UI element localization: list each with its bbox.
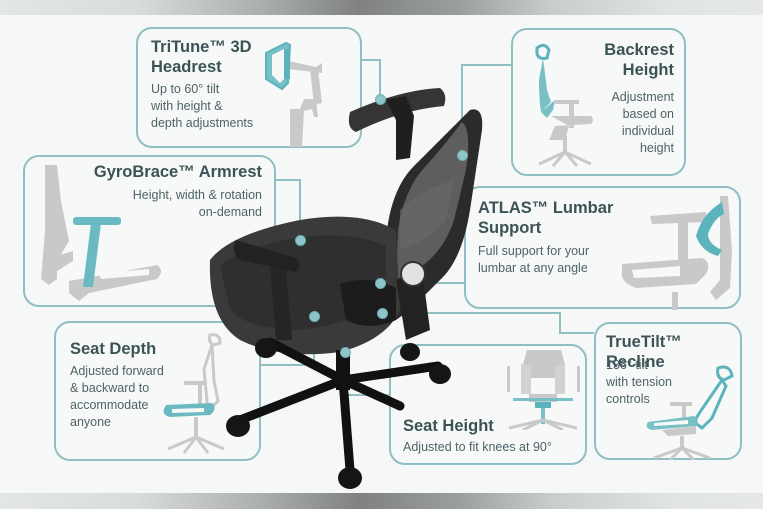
seat-height-callout-dot <box>340 347 351 358</box>
seat-depth-chair-silhouette-icon <box>163 333 225 454</box>
armrest-title: GyroBrace™ Armrest <box>93 163 262 181</box>
lumbar-chair-silhouette-icon <box>621 196 732 310</box>
headrest-callout-dot <box>375 94 386 105</box>
backrest-height-title: Backrest Height <box>604 41 674 79</box>
infographic-canvas: TriTune™ 3D Headrest Up to 60° tilt with… <box>0 15 763 493</box>
recline-description: 136° tilt with tension controls <box>606 358 673 406</box>
lumbar-callout-dot <box>375 278 386 289</box>
seat-depth-description: Adjusted forward & backward to accommoda… <box>70 364 164 429</box>
armrest-description: Height, width & rotation on-demand <box>132 188 262 219</box>
office-chair-illustration <box>209 88 483 489</box>
headrest-silhouette-icon <box>265 41 322 147</box>
backrest-callout-dot <box>457 150 468 161</box>
backrest-chair-silhouette-icon <box>535 43 593 167</box>
backrest-height-feature-card: Backrest Height Adjustment based on indi… <box>511 28 686 176</box>
headrest-description: Up to 60° tilt with height & depth adjus… <box>151 82 254 130</box>
seat-height-chair-silhouette-icon <box>507 350 580 430</box>
top-gradient-bar <box>0 0 763 15</box>
bottom-gradient-bar <box>0 493 763 509</box>
armrest-callout-dot <box>295 235 306 246</box>
lumbar-description: Full support for your lumbar at any angl… <box>478 244 590 275</box>
backrest-height-description: Adjustment based on individual height <box>611 90 674 155</box>
lumbar-feature-card: ATLAS™ Lumbar Support Full support for y… <box>464 186 741 310</box>
recline-chair-silhouette-icon <box>646 365 734 460</box>
headrest-feature-card: TriTune™ 3D Headrest Up to 60° tilt with… <box>136 27 362 148</box>
seat-depth-feature-card: Seat Depth Adjusted forward & backward t… <box>54 321 261 461</box>
recline-callout-dot <box>377 308 388 319</box>
lumbar-title: ATLAS™ Lumbar Support <box>478 199 614 237</box>
recline-feature-card: TrueTilt™ Recline 136° tilt with tension… <box>594 322 742 460</box>
seat-depth-title: Seat Depth <box>70 340 157 358</box>
armrest-chair-silhouette-icon <box>41 165 161 301</box>
recline-title: TrueTilt™ Recline <box>606 333 682 371</box>
seat-height-title: Seat Height <box>403 417 494 435</box>
seat-depth-callout-dot <box>309 311 320 322</box>
headrest-title: TriTune™ 3D Headrest <box>151 38 252 76</box>
seat-height-description: Adjusted to fit knees at 90° <box>403 440 552 454</box>
